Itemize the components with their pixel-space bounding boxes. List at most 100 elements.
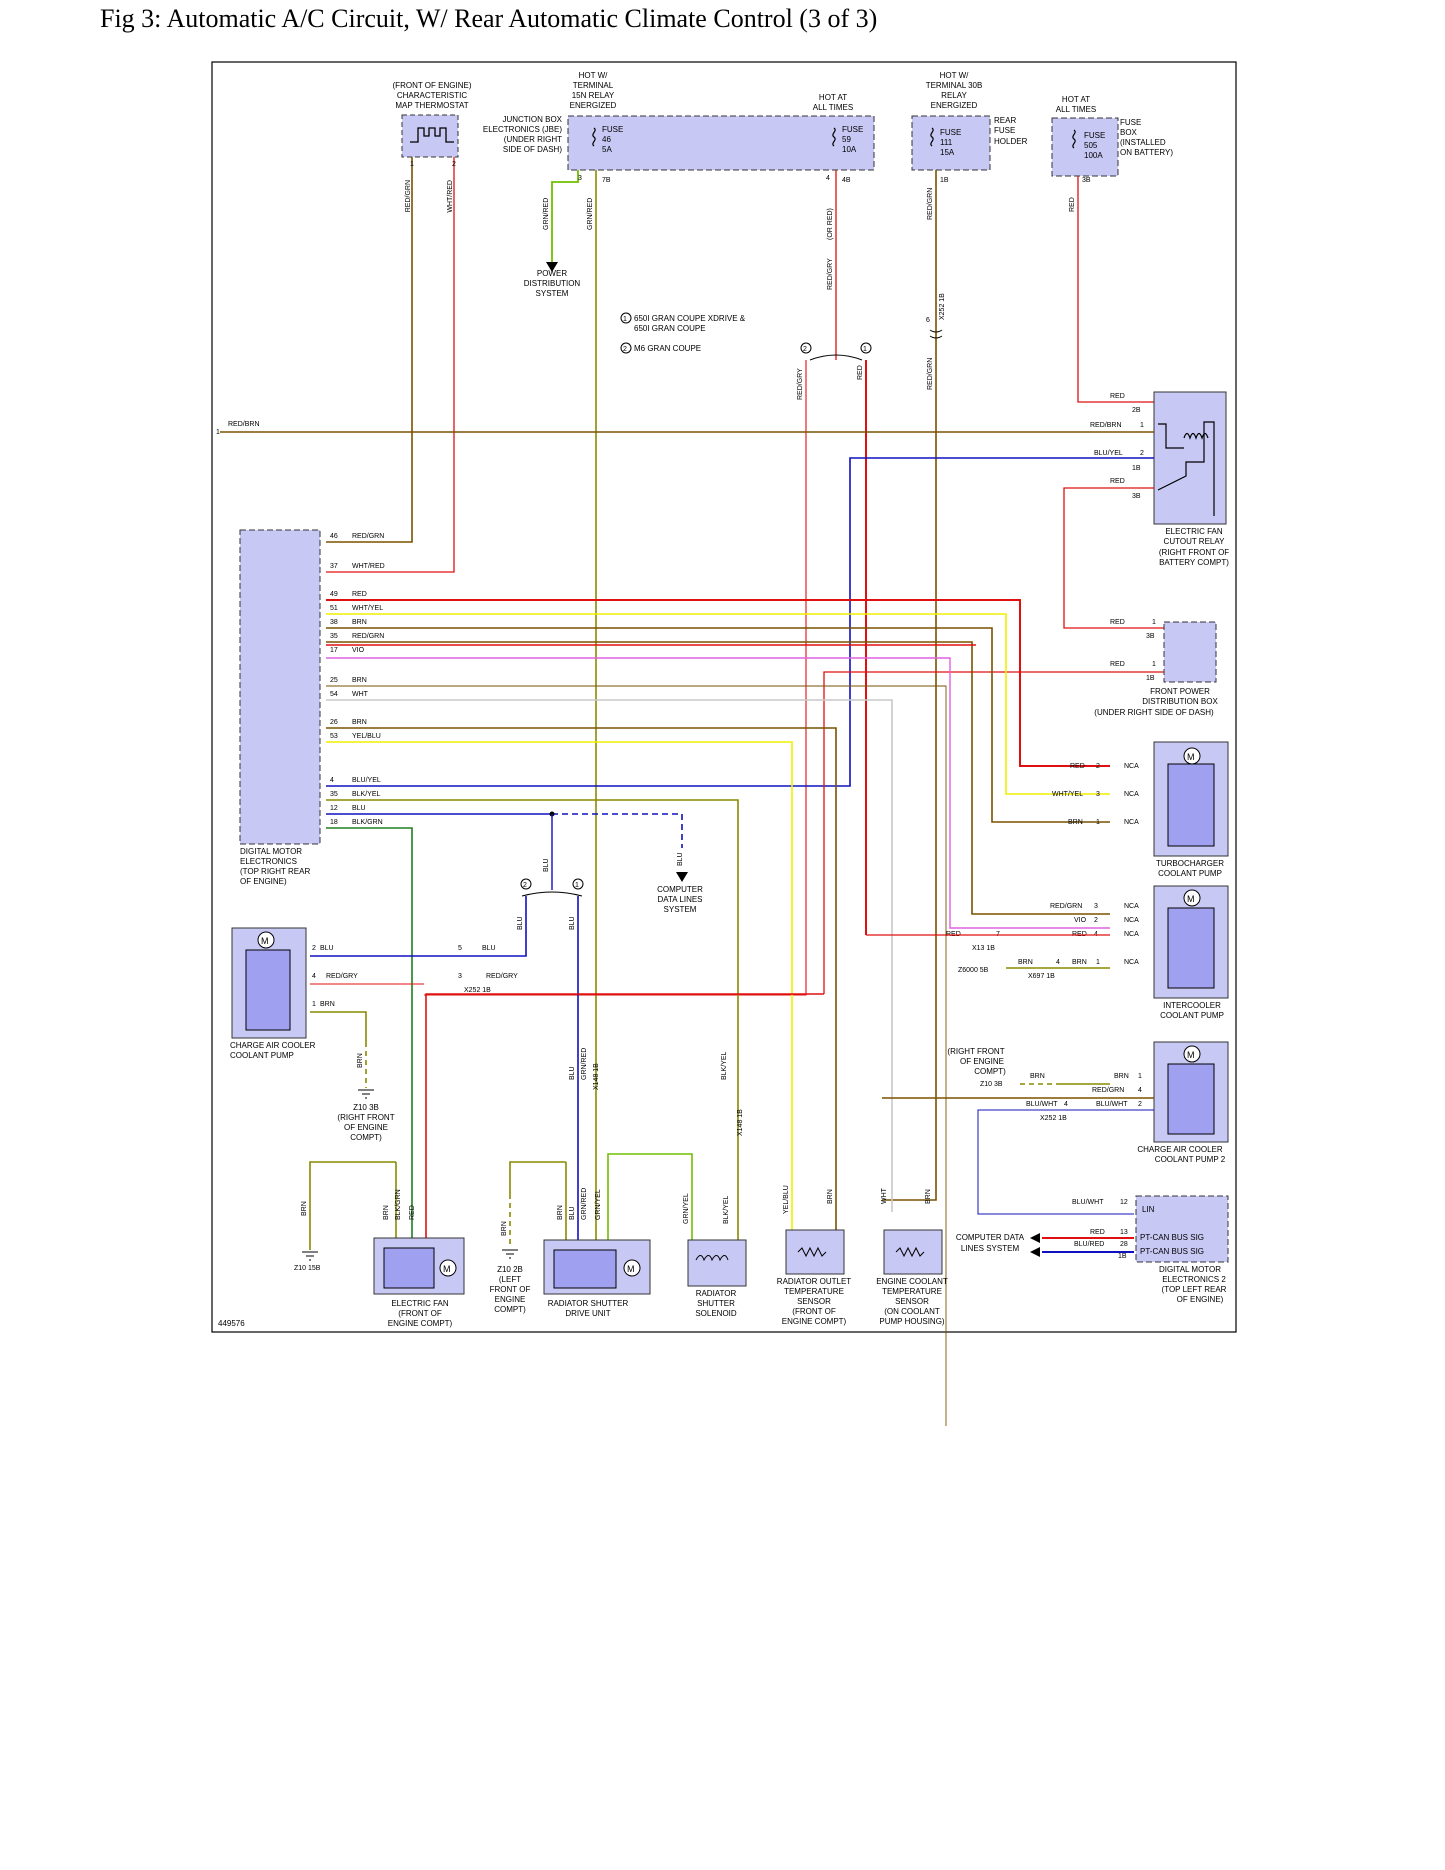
svg-text:ENGINE: ENGINE (495, 1295, 526, 1304)
svg-text:1: 1 (623, 316, 627, 323)
svg-text:SHUTTER: SHUTTER (697, 1299, 735, 1308)
svg-text:RED: RED (1070, 763, 1085, 770)
svg-text:12: 12 (1120, 1199, 1128, 1206)
fuse46-icon (592, 127, 596, 147)
svg-text:FUSE: FUSE (1084, 131, 1105, 140)
dme-box (239, 529, 321, 845)
svg-text:ENGINE COMPT): ENGINE COMPT) (782, 1317, 847, 1326)
svg-text:(RIGHT FRONT: (RIGHT FRONT (337, 1113, 394, 1122)
svg-text:Z10 15B: Z10 15B (294, 1265, 321, 1272)
svg-text:FUSE: FUSE (1120, 118, 1141, 127)
dme-pin-number: 26 (330, 719, 338, 726)
dme-pin-wire: RED/GRN (352, 633, 384, 640)
thermistor-icon (895, 1246, 925, 1258)
svg-text:POWER: POWER (537, 269, 567, 278)
svg-text:SOLENOID: SOLENOID (695, 1309, 737, 1318)
svg-text:1: 1 (312, 1001, 316, 1008)
svg-text:M: M (261, 936, 269, 946)
svg-text:RED: RED (409, 1205, 416, 1220)
svg-text:BLU/WHT: BLU/WHT (1072, 1199, 1104, 1206)
thermostat-labels: (FRONT OF ENGINE) CHARACTERISTIC MAP THE… (393, 81, 472, 110)
svg-text:RED/GRN: RED/GRN (927, 188, 934, 220)
dme-pin-number: 18 (330, 819, 338, 826)
svg-text:COOLANT PUMP: COOLANT PUMP (230, 1051, 294, 1060)
ground-icon (358, 1089, 374, 1099)
svg-text:FUSE: FUSE (602, 125, 623, 134)
svg-text:5: 5 (458, 945, 462, 952)
svg-text:Z10 3B: Z10 3B (353, 1103, 379, 1112)
thermistor-icon (797, 1246, 827, 1258)
dme-pin-wire: WHT (352, 691, 369, 698)
svg-text:X13 1B: X13 1B (972, 945, 995, 952)
svg-text:SENSOR: SENSOR (797, 1297, 831, 1306)
svg-text:111: 111 (940, 138, 953, 147)
svg-text:RADIATOR OUTLET: RADIATOR OUTLET (777, 1277, 851, 1286)
coil-icon (695, 1255, 729, 1262)
svg-text:X148 1B: X148 1B (593, 1063, 600, 1090)
dme-pin-number: 54 (330, 691, 338, 698)
svg-text:RED/GRY: RED/GRY (797, 368, 804, 400)
svg-text:RED: RED (857, 365, 864, 380)
jbe-labels: JUNCTION BOX ELECTRONICS (JBE) (UNDER RI… (483, 115, 563, 154)
svg-text:2: 2 (1096, 763, 1100, 770)
svg-text:2: 2 (452, 161, 456, 168)
svg-text:BLU: BLU (569, 1206, 576, 1220)
arrow-left-icon (1030, 1247, 1040, 1257)
svg-text:ENGINE COOLANT: ENGINE COOLANT (876, 1277, 948, 1286)
svg-text:2: 2 (803, 346, 807, 353)
svg-text:RED: RED (1090, 1229, 1105, 1236)
svg-text:(FRONT OF: (FRONT OF (398, 1309, 442, 1318)
svg-text:(RIGHT FRONT OF: (RIGHT FRONT OF (1159, 548, 1229, 557)
motor-icon (439, 1259, 457, 1277)
svg-text:2: 2 (312, 945, 316, 952)
svg-text:TEMPERATURE: TEMPERATURE (784, 1287, 844, 1296)
svg-text:ELECTRIC FAN: ELECTRIC FAN (1165, 527, 1223, 536)
svg-text:100A: 100A (1084, 151, 1103, 160)
svg-text:1: 1 (410, 161, 414, 168)
svg-text:DISTRIBUTION BOX: DISTRIBUTION BOX (1142, 697, 1218, 706)
svg-text:3: 3 (458, 973, 462, 980)
svg-text:TURBOCHARGER: TURBOCHARGER (1156, 859, 1224, 868)
dme-pin-wire: BLK/GRN (352, 819, 383, 826)
svg-text:(UNDER RIGHT: (UNDER RIGHT (504, 135, 562, 144)
motor-icon (623, 1259, 641, 1277)
motor-icon (1183, 889, 1201, 907)
dme-pin-wire: RED/GRN (352, 533, 384, 540)
svg-text:3: 3 (578, 175, 582, 182)
svg-text:BLK/GRN: BLK/GRN (395, 1189, 402, 1220)
svg-text:OF ENGINE): OF ENGINE) (240, 877, 287, 886)
svg-text:X148 1B: X148 1B (737, 1109, 744, 1136)
svg-text:2: 2 (523, 882, 527, 889)
fan-relay-box (1153, 391, 1227, 525)
svg-text:PUMP HOUSING): PUMP HOUSING) (879, 1317, 945, 1326)
svg-text:CHARACTERISTIC: CHARACTERISTIC (397, 91, 467, 100)
svg-text:BRN: BRN (301, 1201, 308, 1216)
svg-text:6: 6 (926, 317, 930, 324)
svg-text:FUSE: FUSE (994, 126, 1015, 135)
motor-icon (257, 931, 275, 949)
dme2-box (1135, 1195, 1229, 1263)
svg-text:BRN: BRN (320, 1001, 335, 1008)
fuse59-icon (832, 127, 836, 147)
svg-text:X252 1B: X252 1B (1040, 1115, 1067, 1122)
dme-pin-number: 51 (330, 605, 338, 612)
svg-text:BRN: BRN (357, 1053, 364, 1068)
svg-text:3: 3 (1094, 903, 1098, 910)
svg-text:3: 3 (1096, 791, 1100, 798)
svg-text:BRN: BRN (1072, 959, 1087, 966)
svg-text:NCA: NCA (1124, 791, 1139, 798)
jbe-box (567, 115, 875, 171)
svg-text:3B: 3B (1132, 493, 1141, 500)
svg-text:Z6000 5B: Z6000 5B (958, 967, 989, 974)
diagram-frame (211, 61, 1237, 1333)
svg-text:BRN: BRN (1114, 1073, 1129, 1080)
svg-text:RED/GRY: RED/GRY (827, 258, 834, 290)
svg-text:M: M (443, 1264, 451, 1274)
svg-text:RED: RED (1110, 478, 1125, 485)
svg-text:COMPUTER DATA: COMPUTER DATA (956, 1233, 1025, 1242)
svg-text:RED/GRN: RED/GRN (1050, 903, 1082, 910)
svg-text:GRN/YEL: GRN/YEL (683, 1193, 690, 1224)
svg-text:CHARGE AIR COOLER: CHARGE AIR COOLER (230, 1041, 316, 1050)
svg-text:X697 1B: X697 1B (1028, 973, 1055, 980)
